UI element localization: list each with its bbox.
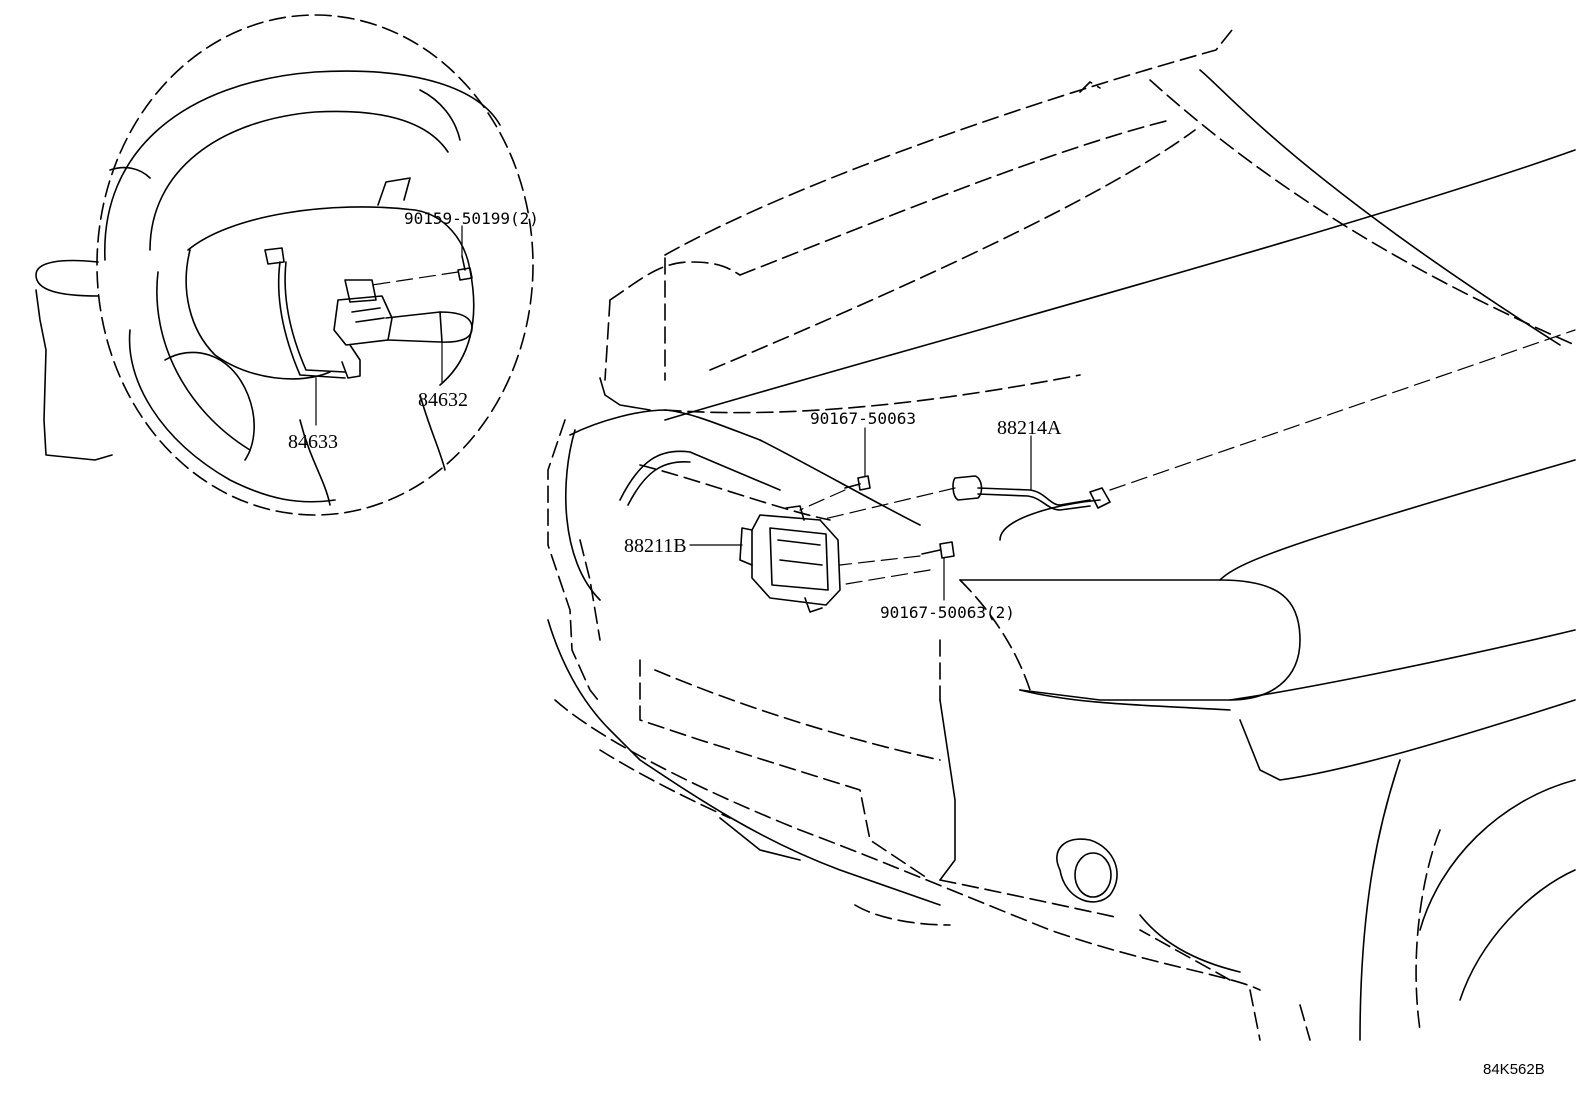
- wheel-spoke-lower: [299, 419, 331, 506]
- bolt-lower: [839, 541, 955, 586]
- bolt-upper: [799, 475, 871, 511]
- hood-edge: [664, 29, 1233, 256]
- grille-lower: [639, 659, 931, 881]
- fog-lamp: [1056, 838, 1118, 903]
- wire-harness: [264, 247, 346, 379]
- steering-wheel-inset: [35, 14, 534, 516]
- wheel-rim-outer: [104, 70, 501, 261]
- label-sensor-wire: 88214A: [997, 417, 1062, 439]
- radar-sensor-unit: [739, 505, 841, 613]
- screw-upper: [371, 255, 473, 286]
- headlamp: [959, 579, 1301, 701]
- label-switch-assy: 84632: [418, 389, 468, 411]
- cruise-switch-assy: [333, 279, 473, 379]
- label-wire-harness: 84633: [288, 431, 338, 453]
- label-bolt-lower: 90167-50063(2): [880, 603, 1015, 622]
- body-outline-left: [547, 419, 599, 701]
- hood-front: [609, 261, 741, 301]
- label-sensor-unit: 88211B: [624, 535, 687, 557]
- vehicle-front: [547, 29, 1576, 1041]
- label-screw-upper: 90159-50199(2): [404, 209, 539, 228]
- inset-boundary: [96, 14, 534, 516]
- wheel-hub: [187, 206, 471, 271]
- wheel-rim-inner: [149, 110, 449, 251]
- sensor-wire-harness: [819, 329, 1576, 521]
- bumper: [547, 619, 941, 906]
- grille-upper: [569, 409, 761, 441]
- label-bolt-upper: 90167-50063: [810, 409, 916, 428]
- hand-grip: [35, 259, 99, 297]
- figure-code: 84K562B: [1483, 1061, 1545, 1078]
- wheel-arch: [1359, 759, 1401, 1041]
